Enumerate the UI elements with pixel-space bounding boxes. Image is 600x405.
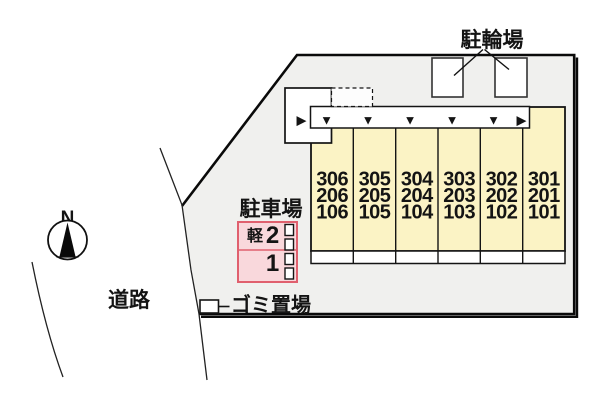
room-number: 103	[443, 202, 475, 224]
bicycle-stall	[494, 57, 528, 98]
parking-label: 駐車場	[240, 197, 303, 221]
garbage-area: ゴミ置場	[199, 293, 311, 317]
room-number: 301	[528, 169, 560, 191]
bicycle-leader-line	[453, 48, 484, 77]
corridor-down-arrow-icon: ▼	[404, 112, 417, 127]
room-number: 106	[316, 202, 348, 224]
corridor-down-arrow-icon: ▼	[320, 112, 333, 127]
parking-stopper	[284, 267, 295, 280]
room-number: 204	[401, 185, 434, 207]
parking-stopper	[284, 238, 295, 251]
road-edge-right	[159, 147, 208, 381]
apartment-building: 306 206 106 305 205 105 304 204 104 303 …	[284, 87, 566, 265]
room-number: 102	[486, 202, 518, 224]
corridor-down-arrow-icon: ▼	[362, 112, 375, 127]
parking-stopper	[284, 223, 295, 237]
property-shadow-edge	[201, 57, 579, 318]
kei-label: 軽	[247, 226, 264, 245]
parking-space-number: 2	[266, 222, 279, 249]
garbage-label: ゴミ置場	[231, 293, 311, 317]
room-number: 303	[443, 169, 475, 191]
bicycle-stall	[431, 57, 464, 98]
parking-space-number: 1	[266, 250, 279, 277]
corridor-down-arrow-icon: ▼	[487, 112, 500, 127]
room-number: 101	[528, 202, 560, 224]
compass-needle-icon	[59, 222, 76, 257]
corridor-right-arrow-icon: ▶	[517, 112, 527, 127]
room-number: 104	[401, 202, 434, 224]
garbage-box	[199, 299, 220, 314]
road-edge-left	[31, 261, 64, 378]
room-number: 105	[359, 202, 391, 224]
car-parking: 駐車場 軽 2 1	[237, 197, 303, 283]
road-label: 道路	[108, 288, 151, 312]
parking-stopper	[284, 252, 295, 266]
room-number: 206	[316, 185, 348, 207]
stair-entry-arrow-icon: ▶	[297, 112, 307, 127]
property-border	[180, 53, 576, 316]
bicycle-parking: 駐輪場	[431, 28, 528, 98]
room-number: 306	[316, 169, 348, 191]
bicycle-leader-line	[484, 48, 510, 71]
room-number: 305	[359, 169, 391, 191]
overhang-dashed-box	[330, 87, 374, 108]
north-compass: N	[47, 208, 88, 261]
room-number: 205	[359, 185, 391, 207]
bicycle-parking-label: 駐輪場	[461, 28, 524, 52]
room-number: 201	[528, 185, 560, 207]
room-number: 202	[486, 185, 518, 207]
corridor-down-arrow-icon: ▼	[446, 112, 459, 127]
room-number: 203	[443, 185, 475, 207]
room-number: 304	[401, 169, 434, 191]
corridor	[309, 105, 531, 129]
room-number: 302	[486, 169, 518, 191]
